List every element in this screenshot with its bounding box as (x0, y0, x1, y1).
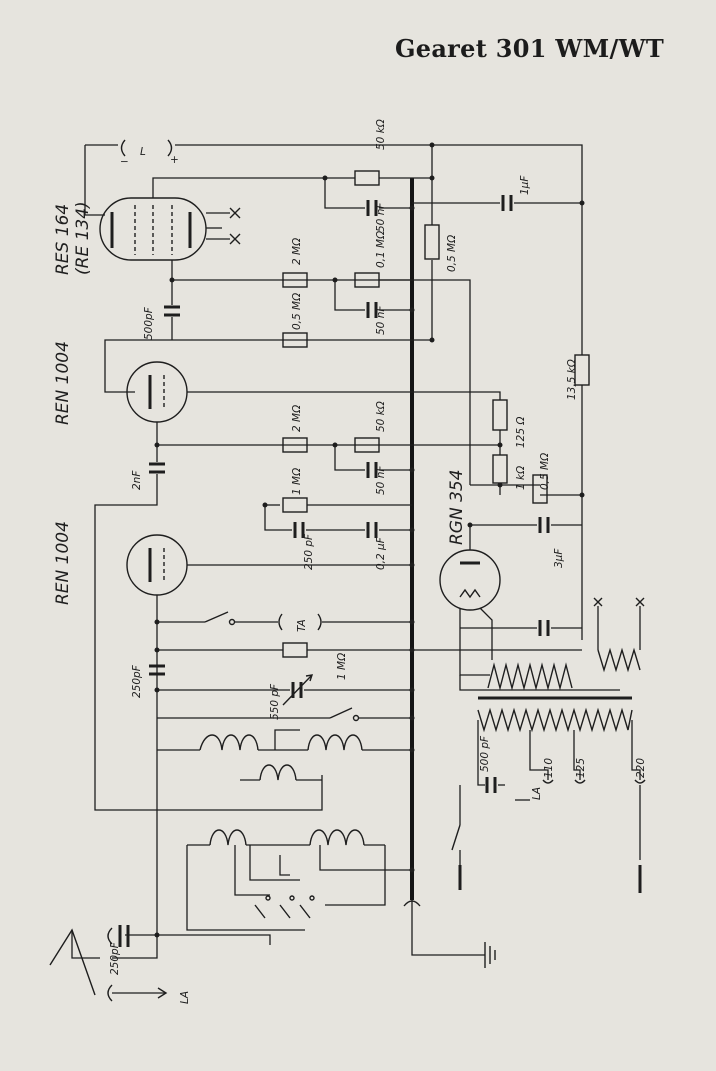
capacitor-550pF-variable (282, 674, 314, 706)
mains-switch (451, 824, 461, 851)
capacitor-500pF-coupling (164, 305, 180, 317)
tube-res164-sublabel: (RE 134) (73, 201, 93, 275)
la-jack (107, 984, 113, 1002)
c-3uF-label: 3μF (553, 548, 565, 568)
capacitor-500pF-mains (485, 777, 497, 793)
ground-symbol (484, 942, 496, 968)
r-0.5M-b-label: 0,5 MΩ (291, 293, 303, 330)
capacitor-50n-top (366, 200, 378, 216)
resistor-50k-top (354, 170, 380, 186)
capacitor-250pF-b (149, 664, 165, 676)
capacitor-0.2uF (366, 522, 378, 538)
tap-125-jack (574, 779, 586, 784)
r-2M-a-label: 2 MΩ (291, 238, 303, 265)
speaker-minus-label: − (120, 156, 129, 168)
r-50k-top-label: 50 kΩ (375, 119, 387, 150)
coil-upper (199, 734, 363, 751)
resistor-50k-b (354, 437, 380, 453)
capacitor-2nF (149, 462, 165, 474)
c-50n-c-label: 50 nF (375, 465, 387, 495)
capacitor-1uF (501, 195, 513, 211)
resistor-1k (492, 454, 508, 484)
resistor-0.5M-c (532, 474, 548, 504)
coil-antenna-left (209, 829, 247, 846)
ground-wire (411, 900, 485, 956)
resistor-2M-a (282, 272, 308, 288)
tube-ren1004-b (126, 534, 188, 596)
r-125-label: 125 Ω (515, 417, 527, 448)
tube-ren1004-a-label: REN 1004 (53, 341, 73, 425)
tube-res164-label: RES 164 (53, 204, 73, 275)
resistor-0.5M-vertical (424, 224, 440, 260)
resistor-125ohm (492, 399, 508, 431)
tube-ren1004-a (126, 361, 188, 423)
tube-ren1004-b-label: REN 1004 (53, 521, 73, 605)
r-1M-b-label: 1 MΩ (336, 653, 348, 680)
tap-110-label: 110 (543, 758, 555, 778)
r-1k-label: 1 kΩ (515, 466, 527, 490)
c-50n-top-label: 50 nF (375, 202, 387, 232)
heater-winding (597, 647, 641, 673)
coil-feedback (259, 764, 297, 781)
resistor-0.5M-b (282, 332, 308, 348)
c-550pF-label: 550 pF (269, 683, 281, 720)
band-switch-contacts (254, 895, 315, 919)
la-mains-label: LA (531, 787, 543, 800)
c-500pF-mains-label: 500 pF (479, 735, 491, 772)
antenna-jack (107, 927, 113, 945)
r-50k-b-label: 50 kΩ (375, 401, 387, 432)
junction-dots (154, 142, 585, 938)
c-250pF-b-label: 250pF (131, 664, 143, 698)
transformer-secondary-winding (487, 662, 573, 691)
transformer-primary-winding (477, 707, 633, 733)
heater-secondary-marks (593, 597, 645, 650)
r-0.5M-a-label: 0,5 MΩ (446, 235, 458, 272)
tap-125-label: 125 (575, 758, 587, 778)
r-2M-b-label: 2 MΩ (291, 405, 303, 432)
r-1M-a-label: 1 MΩ (291, 468, 303, 495)
capacitor-50n-c (366, 462, 378, 478)
capacitor-250pF-a (293, 522, 305, 538)
tube-rgn354 (439, 549, 501, 611)
speaker-plus-label: + (170, 154, 179, 166)
c-0.2uF-label: 0,2 μF (375, 536, 387, 570)
page-title: Gearet 301 WM/WT (394, 34, 664, 63)
switch-ta (204, 611, 229, 623)
c-2nF-label: 2nF (131, 470, 143, 490)
r-0.1M-label: 0,1 MΩ (375, 231, 387, 268)
tap-110-jack (542, 779, 554, 784)
capacitor-filter (538, 620, 550, 636)
capacitor-50n-b (366, 302, 378, 318)
resistor-2M-b (282, 437, 308, 453)
tube-rgn354-label: RGN 354 (447, 469, 467, 545)
speaker-wire-left (84, 145, 105, 216)
resistor-1M-a (282, 497, 308, 513)
la-antenna-label: LA (179, 991, 191, 1004)
speaker-L-label: L (140, 146, 146, 158)
tube-res164 (99, 197, 207, 261)
speaker-output: − L + (120, 139, 179, 168)
c-1uF-label: 1μF (519, 175, 531, 195)
ta-label: TA (296, 619, 308, 632)
switch-band (329, 707, 353, 719)
capacitor-3uF (538, 517, 550, 533)
c-500pF-label: 500pF (143, 306, 155, 340)
c-50n-b-label: 50 nF (375, 305, 387, 335)
tap-220-label: 220 (635, 758, 647, 778)
heater-x-marks (206, 207, 241, 245)
c-250pF-a-label: 250 pF (303, 533, 315, 570)
resistor-1M-b (282, 642, 308, 658)
r-13.5k-label: 13,5 kΩ (566, 359, 578, 400)
b-plus-rail (175, 144, 583, 355)
chassis-clip (403, 900, 421, 907)
c-250pF-antenna-label: 250pF (109, 941, 121, 975)
tap-220-jack (634, 779, 646, 784)
capacitor-250pF-antenna (118, 925, 130, 947)
r-0.5M-c-label: 0,5 MΩ (539, 453, 551, 490)
coil-antenna-right (309, 829, 365, 846)
